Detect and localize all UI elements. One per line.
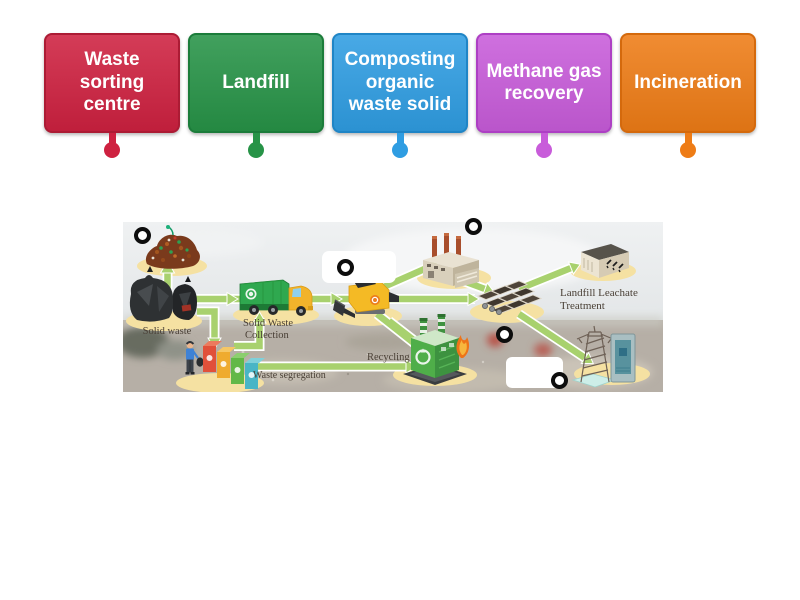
- caption-collection-line1: Solid Waste: [243, 318, 293, 329]
- waste-management-diagram: Solid waste Solid Waste Collection Waste…: [123, 222, 663, 392]
- drop-marker-machine[interactable]: [336, 258, 354, 276]
- power-tower-illustration: [571, 325, 636, 388]
- card-pin: [104, 133, 120, 158]
- caption-segregation: Waste segregation: [253, 370, 326, 381]
- card-label: Methane gas recovery: [486, 60, 602, 104]
- garbage-bags-illustration: [129, 266, 197, 322]
- person-illustration: [185, 341, 204, 375]
- card-label: Landfill: [222, 71, 290, 93]
- caption-leachate-line1: Landfill Leachate: [560, 287, 638, 299]
- label-card-waste-sorting-centre[interactable]: Waste sorting centre: [44, 33, 180, 158]
- label-card-methane-gas-recovery[interactable]: Methane gas recovery: [476, 33, 612, 158]
- card-label: Composting organic waste solid: [344, 49, 456, 116]
- card-pin: [536, 133, 552, 158]
- landfill-cells-illustration: [476, 280, 543, 316]
- drop-marker-power[interactable]: [550, 371, 568, 389]
- caption-recycling: Recycling: [367, 352, 410, 363]
- recycling-plant-illustration: [403, 314, 470, 385]
- label-card-composting-organic-waste[interactable]: Composting organic waste solid: [332, 33, 468, 158]
- card-pin: [392, 133, 408, 158]
- card-label: Waste sorting centre: [79, 49, 145, 116]
- drop-marker-landfill[interactable]: [495, 325, 513, 343]
- label-cards-row: Waste sorting centre Landfill Composting…: [44, 33, 756, 158]
- leachate-plant-illustration: [581, 244, 629, 278]
- diagram-captions: Solid waste Solid Waste Collection Waste…: [143, 287, 638, 381]
- caption-leachate-line2: Treatment: [560, 300, 605, 312]
- caption-collection-line2: Collection: [245, 330, 289, 341]
- card-pin: [248, 133, 264, 158]
- card-label: Incineration: [634, 71, 742, 93]
- caption-solid-waste: Solid waste: [143, 326, 192, 337]
- label-card-landfill[interactable]: Landfill: [188, 33, 324, 158]
- garbage-truck-illustration: [239, 279, 313, 316]
- card-pin: [680, 133, 696, 158]
- label-card-incineration[interactable]: Incineration: [620, 33, 756, 158]
- waste-segregation-bins-illustration: [203, 341, 265, 389]
- drop-marker-factory[interactable]: [464, 217, 482, 235]
- compost-pile-illustration: [145, 225, 200, 269]
- factory-illustration: [423, 233, 479, 288]
- drop-marker-compost[interactable]: [133, 226, 151, 244]
